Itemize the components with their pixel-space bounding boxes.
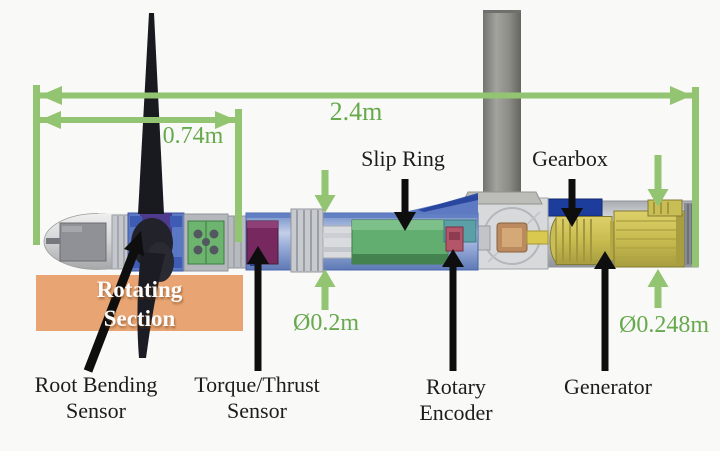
root-bending-line2: Sensor [66, 397, 126, 423]
dimension-overall-label: 2.4m [329, 97, 383, 126]
generator-arrow [594, 251, 616, 371]
dimension-tail-diameter-label: Ø0.248m [619, 312, 709, 338]
mid-diameter-arrows [314, 170, 336, 310]
gearbox-label: Gearbox [532, 146, 608, 171]
rotary-encoder-line2: Encoder [419, 399, 493, 425]
rotary-encoder-line1: Rotary [426, 374, 486, 399]
rotating-section-line2: Section [103, 305, 176, 331]
generator-part [613, 199, 685, 268]
torque-thrust-sensor-label: Torque/Thrust Sensor [172, 372, 342, 424]
dimension-lines [33, 85, 699, 267]
yaw-housing [461, 191, 549, 270]
slip-ring-label: Slip Ring [361, 146, 445, 171]
torque-thrust-line1: Torque/Thrust [194, 372, 320, 397]
rotating-section-label: Rotating Section [36, 277, 243, 331]
tail-diameter-arrows [647, 155, 669, 308]
nose-cone [43, 213, 153, 270]
generator-label: Generator [564, 374, 652, 399]
rotor-blade-upper [138, 13, 164, 214]
root-bending-sensor-arrow [83, 231, 144, 373]
torque-thrust-line2: Sensor [227, 397, 287, 423]
rotary-encoder-label: Rotary Encoder [392, 374, 520, 426]
rotating-section-line1: Rotating [96, 277, 183, 303]
dimension-rotor-label: 0.74m [162, 123, 224, 149]
root-bending-sensor-label: Root Bending Sensor [8, 372, 184, 424]
rotary-encoder-part [445, 226, 464, 252]
rotary-encoder-arrow [442, 249, 464, 371]
root-bending-line1: Root Bending [34, 372, 158, 397]
gearbox-arrow [561, 179, 583, 227]
rotor-blade-lower [137, 252, 165, 358]
slip-ring-arrow [394, 179, 416, 231]
support-pole [483, 10, 521, 206]
torque-thrust-sensor-arrow [247, 246, 269, 371]
dimension-mid-diameter-label: Ø0.2m [293, 310, 359, 336]
